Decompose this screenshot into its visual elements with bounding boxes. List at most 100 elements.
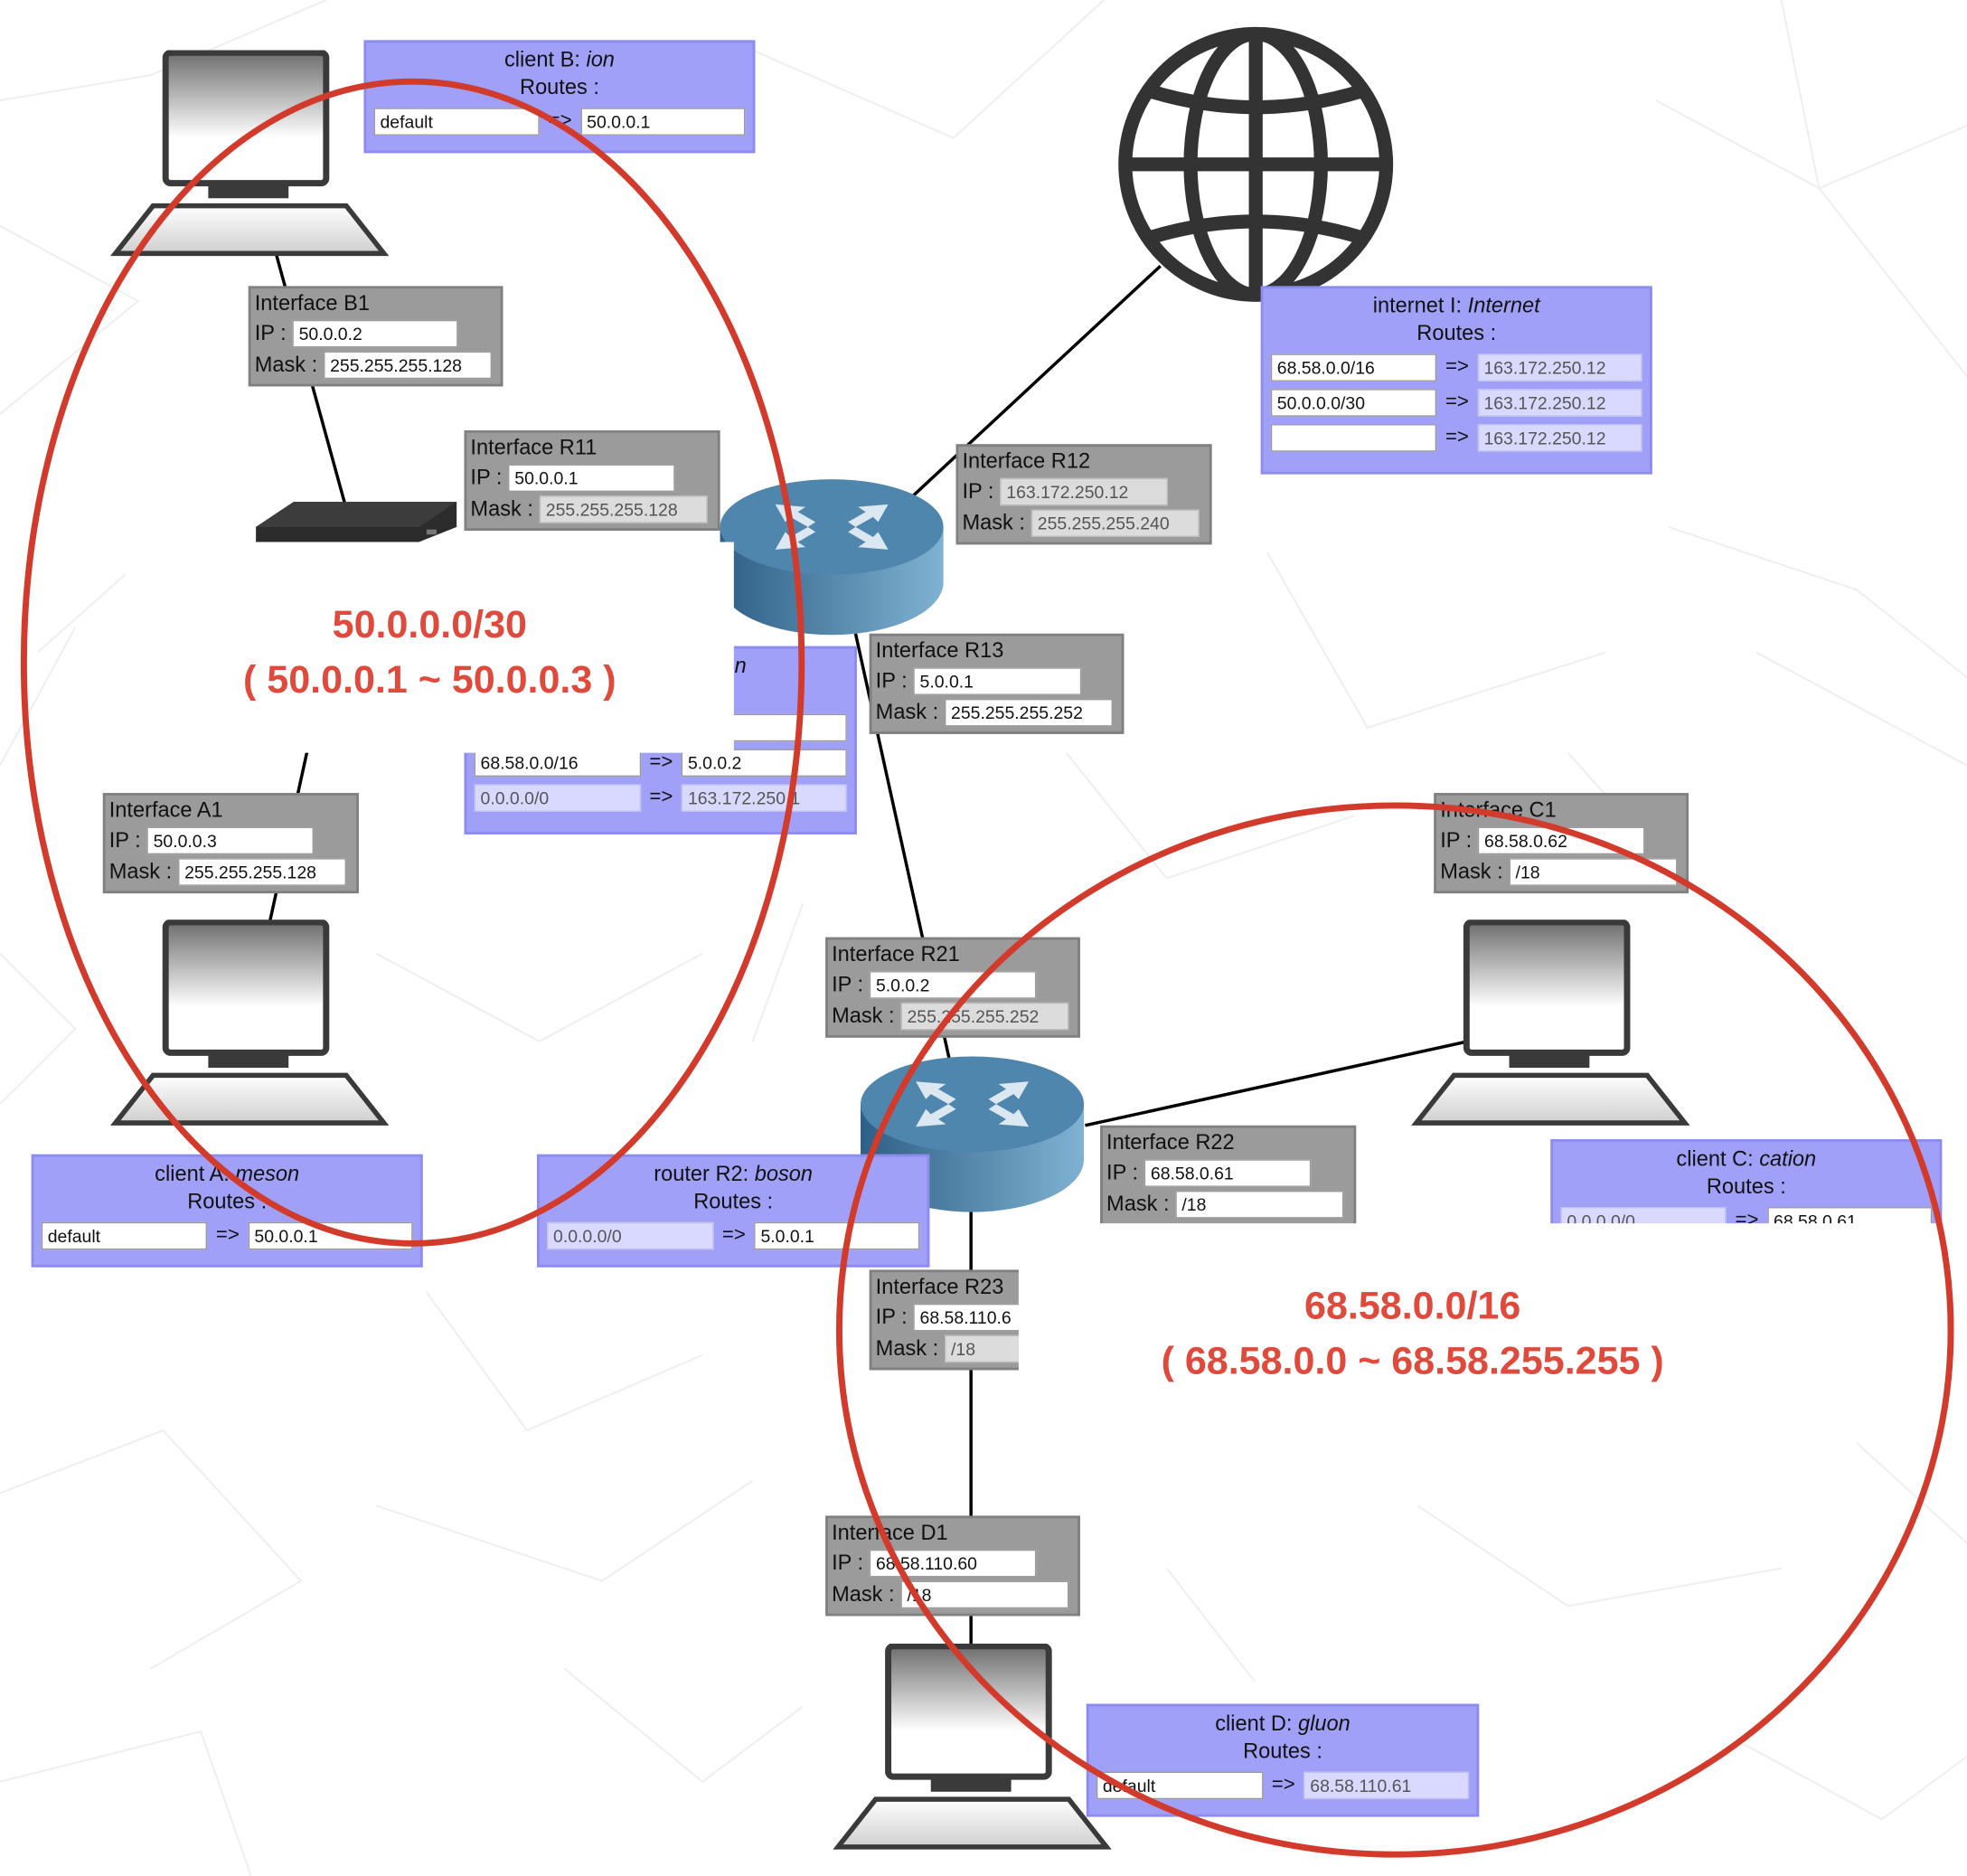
annotation-right: 68.58.0.0/16 ( 68.58.0.0 ~ 68.58.255.255… — [1019, 1278, 1807, 1389]
mask-input[interactable]: 255.255.255.240 — [1031, 509, 1200, 537]
client-b-box: client B: ion Routes : default => 50.0.0… — [363, 40, 756, 154]
mask-label: Mask : — [832, 1004, 895, 1028]
route-dest-input[interactable]: default — [41, 1221, 208, 1250]
mask-label: Mask : — [875, 1336, 939, 1361]
route-arrow: => — [721, 1224, 746, 1247]
ip-label: IP : — [1106, 1160, 1139, 1185]
route-arrow: => — [1445, 356, 1469, 378]
route-row: 0.0.0.0/0 => 5.0.0.1 — [547, 1221, 920, 1250]
route-arrow: => — [649, 787, 673, 808]
annotation-left: 50.0.0.0/30 ( 50.0.0.1 ~ 50.0.0.3 ) — [126, 598, 734, 708]
mask-label: Mask : — [1440, 859, 1503, 884]
ip-label: IP : — [108, 827, 141, 853]
route-row: default => 50.0.0.1 — [41, 1221, 413, 1250]
mask-input[interactable]: 255.255.255.252 — [945, 699, 1114, 727]
link-r2-c — [1085, 1040, 1469, 1127]
interface-title: Interface R22 — [1106, 1130, 1235, 1155]
route-gateway-input[interactable]: 5.0.0.1 — [754, 1221, 920, 1250]
mask-label: Mask : — [832, 1582, 895, 1607]
interface-d1-box: Interface D1 IP :68.58.110.60 Mask :/18 — [825, 1515, 1080, 1617]
ip-label: IP : — [1440, 827, 1473, 853]
annotation-left-subnet: 50.0.0.0/30 — [332, 602, 527, 646]
interface-a1-box: Interface A1 IP :50.0.0.3 Mask :255.255.… — [102, 793, 359, 894]
internet-i-name: Internet — [1467, 293, 1540, 318]
mask-input[interactable]: /18 — [900, 1580, 1069, 1609]
interface-title: Interface R21 — [832, 942, 960, 966]
route-gateway-input[interactable]: 163.172.250.1 — [682, 784, 847, 812]
ip-label: IP : — [832, 972, 864, 996]
client-a-name: meson — [235, 1162, 300, 1186]
route-dest-input[interactable]: default — [373, 108, 541, 136]
computer-a-icon — [110, 919, 390, 1126]
interface-r11-box: Interface R11 IP :50.0.0.1 Mask :255.255… — [464, 430, 720, 532]
client-d-box: client D: gluon Routes : default => 68.5… — [1086, 1703, 1480, 1817]
interface-title: Interface R11 — [470, 435, 598, 459]
route-dest-input[interactable]: 68.58.0.0/16 — [474, 749, 641, 778]
route-gateway-input[interactable]: 163.172.250.12 — [1477, 424, 1642, 452]
client-d-kind: client D: — [1215, 1711, 1299, 1736]
ip-input[interactable]: 68.58.0.61 — [1143, 1159, 1312, 1187]
ip-label: IP : — [875, 668, 908, 693]
route-arrow: => — [1445, 391, 1469, 413]
route-gateway-input[interactable]: 68.58.110.61 — [1303, 1771, 1470, 1800]
route-gateway-input[interactable]: 50.0.0.1 — [580, 108, 746, 136]
router-r2-routes-label: Routes : — [693, 1189, 774, 1214]
route-dest-input[interactable]: 0.0.0.0/0 — [474, 784, 641, 812]
interface-title: Interface R13 — [875, 638, 1004, 663]
mask-input[interactable]: 255.255.255.252 — [900, 1002, 1069, 1031]
route-arrow: => — [649, 751, 673, 773]
switch-icon — [256, 502, 457, 542]
router-r2-box: router R2: boson Routes : 0.0.0.0/0 => 5… — [536, 1154, 930, 1268]
route-row: 0.0.0.0/0 => 163.172.250.1 — [474, 783, 847, 813]
ip-label: IP : — [254, 321, 287, 345]
computer-b-icon — [110, 50, 390, 257]
client-d-name: gluon — [1298, 1711, 1351, 1736]
mask-input[interactable]: 255.255.255.128 — [539, 495, 708, 523]
annotation-right-range: ( 68.58.0.0 ~ 68.58.255.255 ) — [1161, 1338, 1664, 1383]
mask-input[interactable]: 255.255.255.128 — [324, 351, 493, 380]
ip-input[interactable]: 5.0.0.1 — [913, 667, 1082, 695]
route-dest-input[interactable]: 50.0.0.0/30 — [1270, 389, 1437, 417]
annotation-left-range: ( 50.0.0.1 ~ 50.0.0.3 ) — [243, 657, 616, 702]
route-gateway-input[interactable]: 163.172.250.12 — [1477, 354, 1642, 382]
route-dest-input[interactable]: 0.0.0.0/0 — [547, 1221, 714, 1250]
client-c-kind: client C: — [1676, 1146, 1760, 1171]
client-c-routes-label: Routes : — [1706, 1174, 1786, 1199]
route-row: 68.58.0.0/16 => 5.0.0.2 — [474, 748, 847, 778]
client-c-name: cation — [1759, 1146, 1817, 1171]
annotation-panel-right — [1018, 1223, 1947, 1435]
client-b-name: ion — [586, 47, 615, 72]
globe-icon — [1118, 26, 1394, 302]
route-gateway-input[interactable]: 163.172.250.12 — [1477, 389, 1642, 417]
router-r2-name: boson — [754, 1162, 814, 1186]
client-d-routes-label: Routes : — [1243, 1739, 1322, 1763]
computer-d-icon — [833, 1644, 1112, 1850]
mask-input[interactable]: 255.255.255.128 — [178, 858, 347, 886]
route-dest-input[interactable]: 68.58.0.0/16 — [1270, 354, 1437, 382]
ip-label: IP : — [832, 1551, 864, 1575]
ip-input[interactable]: 50.0.0.2 — [292, 319, 458, 348]
internet-i-routes-label: Routes : — [1416, 321, 1497, 345]
ip-input[interactable]: 50.0.0.1 — [508, 464, 675, 493]
route-row: default => 50.0.0.1 — [373, 107, 746, 137]
interface-r12-box: Interface R12 IP :163.172.250.12 Mask :2… — [955, 444, 1212, 545]
mask-input[interactable]: /18 — [1175, 1191, 1344, 1219]
router-r2-kind: router R2: — [654, 1162, 755, 1186]
link-r1-internet — [912, 264, 1162, 497]
route-gateway-input[interactable]: 5.0.0.2 — [682, 749, 847, 778]
route-dest-input[interactable] — [1270, 424, 1437, 452]
interface-r13-box: Interface R13 IP :5.0.0.1 Mask :255.255.… — [869, 633, 1125, 734]
ip-input[interactable]: 163.172.250.12 — [1000, 477, 1169, 506]
mask-label: Mask : — [470, 496, 533, 521]
mask-label: Mask : — [875, 700, 939, 724]
interface-title: Interface D1 — [832, 1521, 948, 1545]
ip-label: IP : — [962, 479, 994, 504]
ip-input[interactable]: 50.0.0.3 — [146, 826, 315, 855]
ip-input[interactable]: 5.0.0.2 — [870, 971, 1037, 999]
router-r1-icon — [720, 479, 944, 636]
internet-i-kind: internet I: — [1372, 293, 1468, 318]
route-row: 50.0.0.0/30 => 163.172.250.12 — [1270, 388, 1642, 418]
